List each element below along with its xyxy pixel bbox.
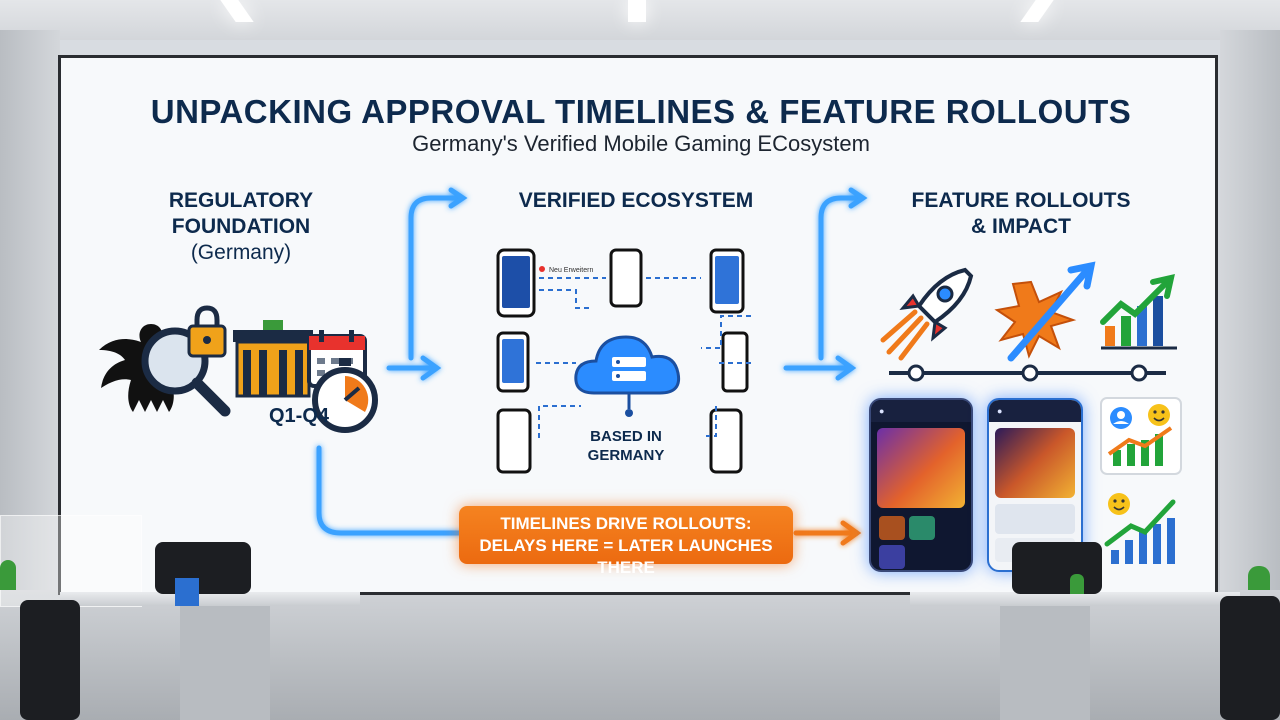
timeline-callout: TIMELINES DRIVE ROLLOUTS: DELAYS HERE = … xyxy=(459,506,793,564)
rocket-icon xyxy=(883,270,971,358)
app-hero-banner xyxy=(877,428,965,508)
smartphone-icon xyxy=(723,333,747,391)
office-chair xyxy=(20,600,80,720)
presentation-screen: UNPACKING APPROVAL TIMELINES & FEATURE R… xyxy=(58,55,1218,595)
app-hero-banner xyxy=(995,428,1075,498)
office-chair xyxy=(1012,542,1102,594)
desk xyxy=(910,592,1240,606)
cloud-label-line2: GERMANY xyxy=(588,447,665,464)
plant-icon xyxy=(1070,574,1084,594)
smartphone-icon xyxy=(611,250,641,306)
desk-cabinet xyxy=(180,606,270,720)
office-chair xyxy=(1220,596,1280,720)
burst-icon xyxy=(997,266,1091,358)
user-icon xyxy=(1110,407,1132,429)
engagement-card xyxy=(1107,493,1175,564)
desk-cabinet xyxy=(1000,606,1090,720)
app-screenshot-1: ● ▶ xyxy=(869,398,973,572)
game-tile xyxy=(879,516,905,540)
smiley-icon xyxy=(1108,493,1130,515)
flow-branch-top-2 xyxy=(821,198,859,358)
release-timeline xyxy=(889,366,1166,380)
smartphone-icon xyxy=(498,333,528,391)
svg-text:Neu Erweitern: Neu Erweitern xyxy=(549,267,593,274)
app-content-block xyxy=(995,504,1075,534)
engagement-card xyxy=(1101,398,1181,474)
smartphone-icon xyxy=(711,250,743,312)
callout-line1: TIMELINES DRIVE ROLLOUTS: xyxy=(459,513,793,535)
cloud-server-icon xyxy=(576,337,679,417)
ceiling-light xyxy=(628,0,646,22)
bar-chart-icon xyxy=(1101,278,1177,348)
app-tile-row xyxy=(871,514,971,572)
app-header-bar: ● xyxy=(989,400,1081,422)
brandenburg-gate-icon xyxy=(233,320,313,396)
desk xyxy=(60,592,360,606)
quarter-label: Q1-Q4 xyxy=(269,405,330,427)
game-tile xyxy=(879,545,905,569)
padlock-icon xyxy=(189,308,225,356)
right-wall xyxy=(1220,30,1280,600)
callout-line2: DELAYS HERE = LATER LAUNCHES THERE xyxy=(459,535,793,579)
plant-icon xyxy=(1248,566,1270,590)
game-tile xyxy=(909,516,935,540)
cloud-label-line1: BASED IN xyxy=(590,428,662,445)
app-header-bar: ● xyxy=(871,400,971,422)
flow-branch-top-1 xyxy=(411,198,459,358)
flow-bottom-line xyxy=(319,448,461,533)
plant-icon xyxy=(0,560,16,590)
smartphone-icon xyxy=(498,250,534,316)
smartphone-icon xyxy=(498,410,530,472)
smiley-icon xyxy=(1148,404,1170,426)
office-chair xyxy=(155,542,251,594)
desk-organizer xyxy=(175,578,199,606)
